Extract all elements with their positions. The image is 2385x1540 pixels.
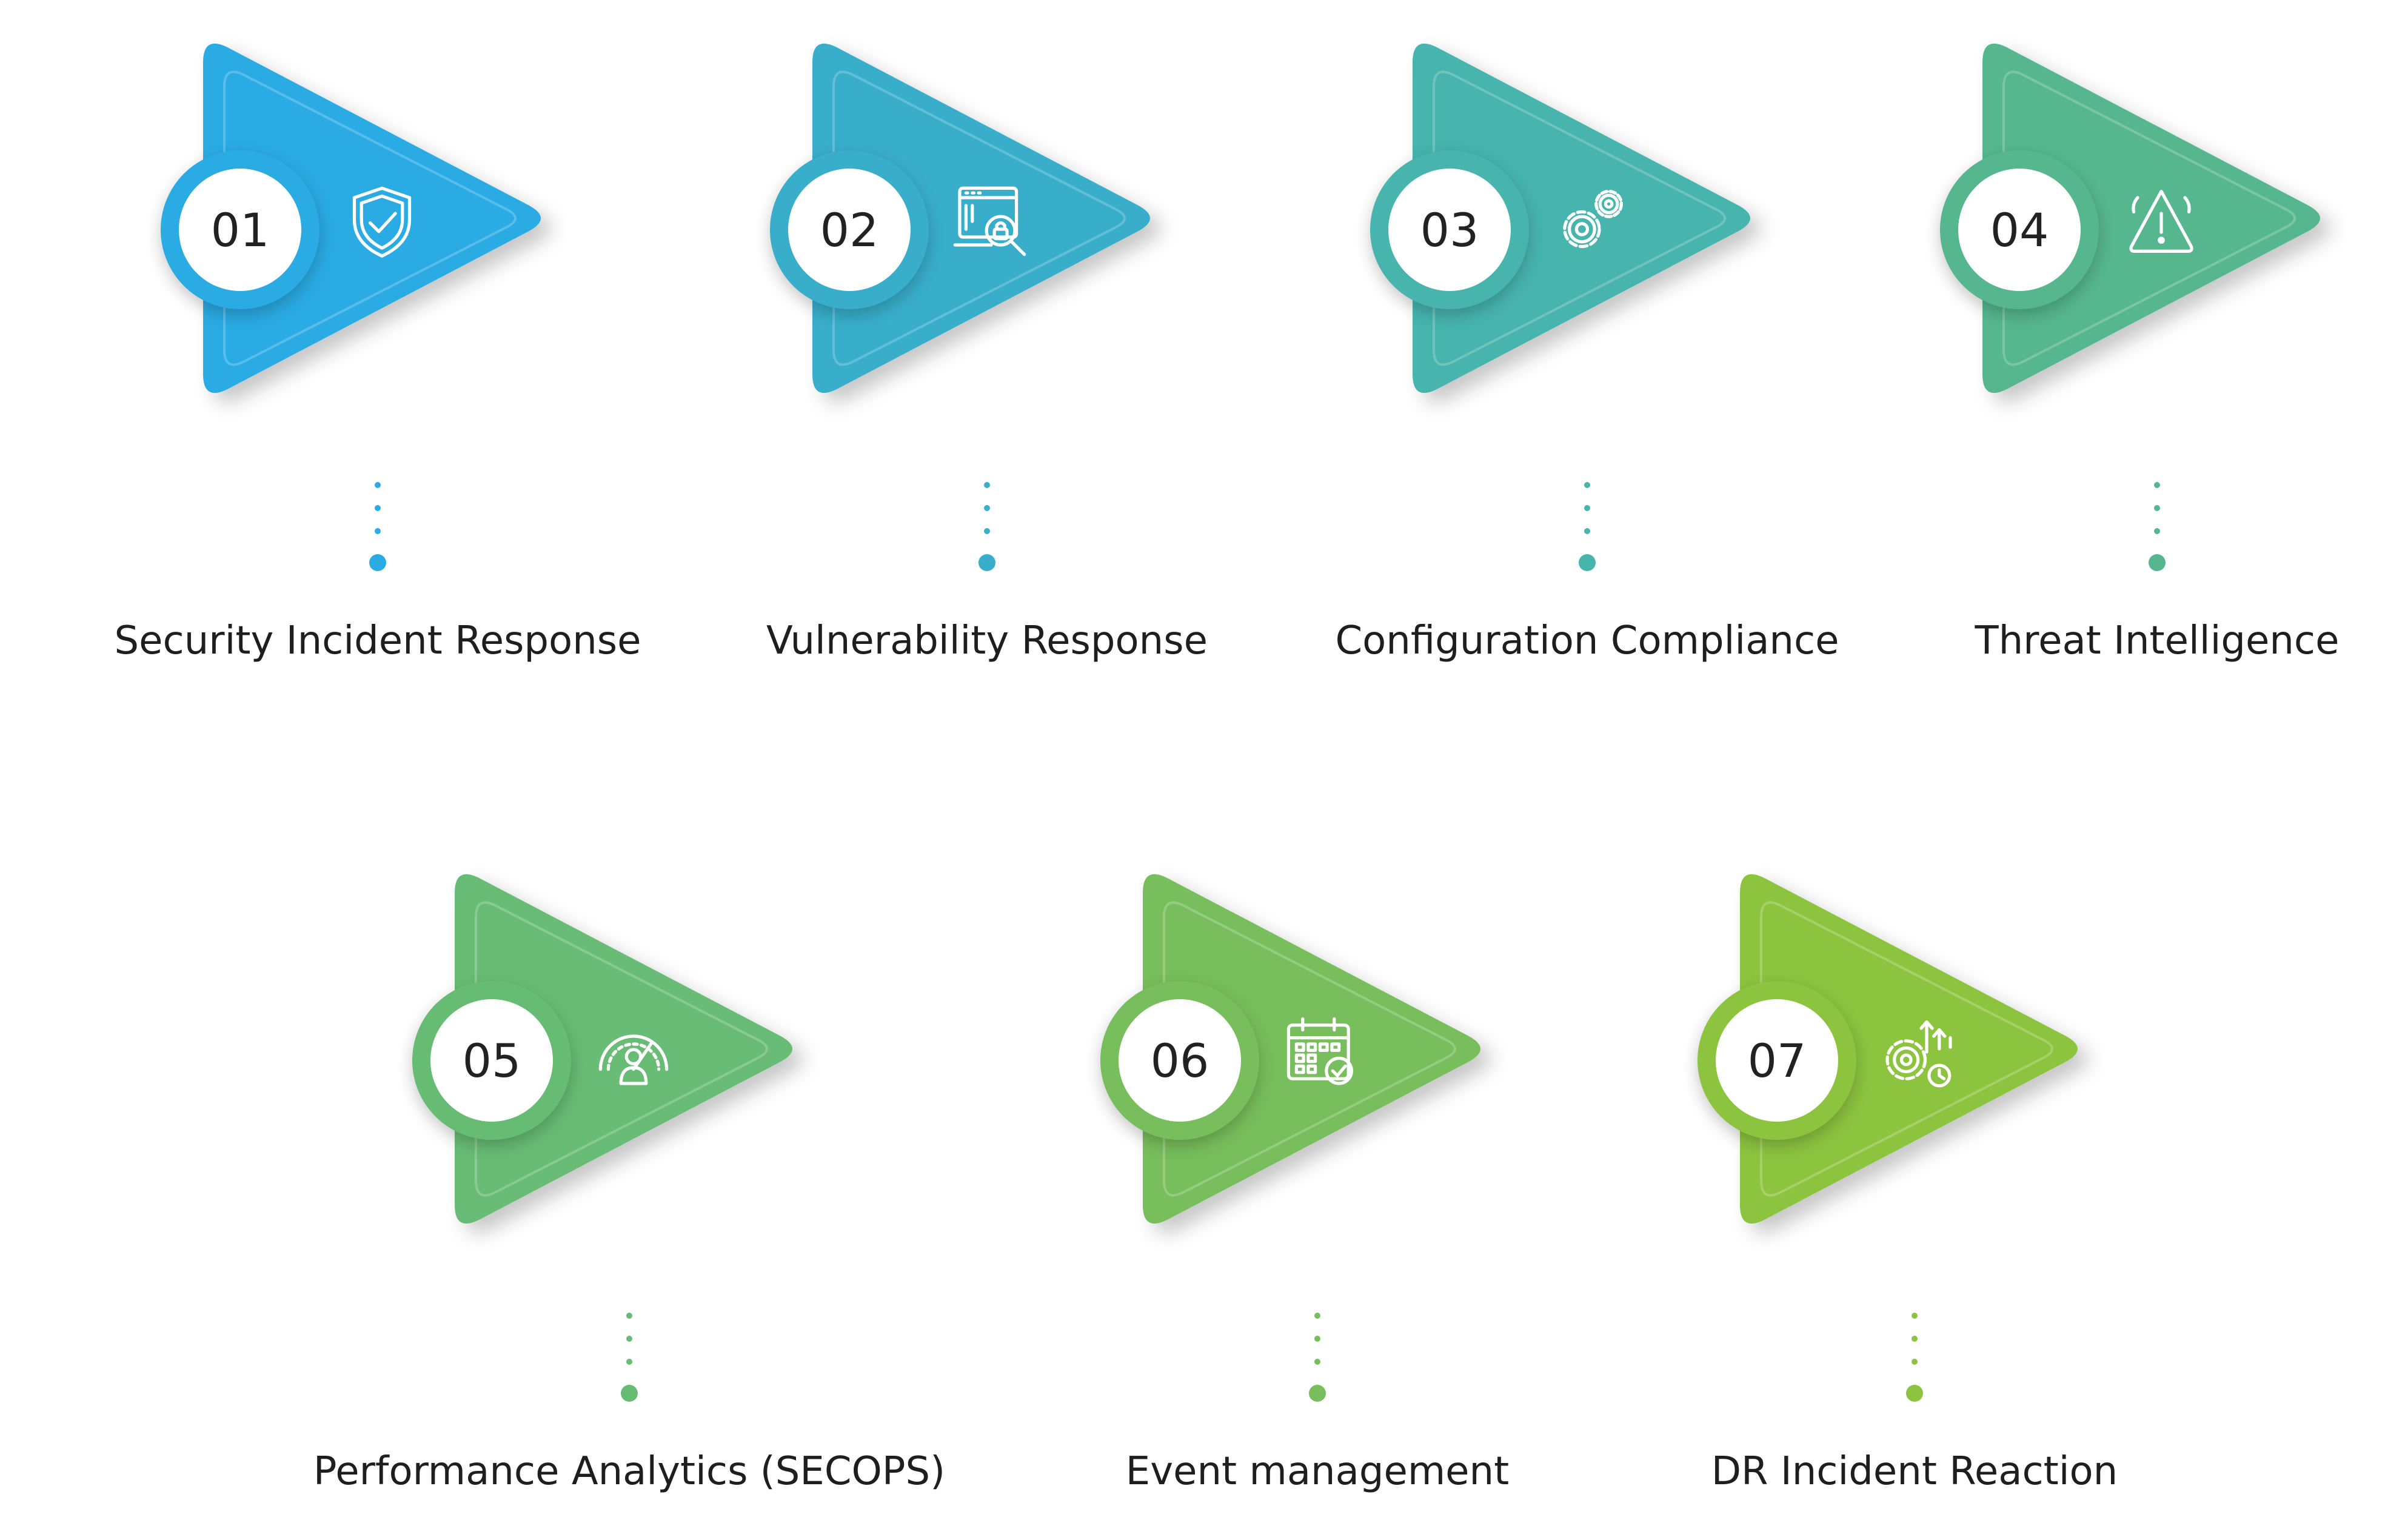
step-04-arrow-outer (1982, 43, 2320, 393)
calendar-check-icon (1282, 1013, 1361, 1091)
step-05-number: 05 (430, 999, 553, 1122)
step-04-arrow (1982, 43, 2320, 393)
step-01-label: Security Incident Response (114, 618, 641, 663)
step-03-arrow-outer (1413, 43, 1750, 393)
step-04-label: Threat Intelligence (1975, 618, 2340, 663)
step-07-arrow-inner-edge (1760, 901, 2053, 1197)
step-02-number: 02 (788, 169, 911, 291)
step-06-connector (1309, 1313, 1326, 1402)
step-07-badge: 07 (1698, 981, 1856, 1140)
step-05-arrow-inner-edge (475, 901, 768, 1197)
web-lock-search-icon (952, 182, 1031, 261)
speedometer-user-icon (594, 1013, 673, 1091)
step-02-badge: 02 (770, 150, 929, 309)
step-01-arrow-inner-edge (223, 70, 517, 366)
step-01-badge: 01 (161, 150, 319, 309)
step-02: 02 Vulnerability Response (766, 33, 1376, 700)
step-02-arrow-outer (812, 43, 1150, 393)
step-07-number: 07 (1716, 999, 1838, 1122)
step-02-connector (978, 482, 995, 571)
step-03-label: Configuration Compliance (1335, 618, 1839, 663)
step-03-arrow (1413, 43, 1750, 393)
step-05-label: Performance Analytics (SECOPS) (313, 1449, 946, 1494)
warning-triangle-icon (2122, 182, 2201, 261)
step-07-connector (1906, 1313, 1923, 1402)
step-01-connector (369, 482, 386, 571)
step-05-connector (621, 1313, 638, 1402)
shield-check-icon (343, 182, 421, 261)
step-03-number: 03 (1388, 169, 1511, 291)
step-01: 01 Security Incident Response (115, 33, 767, 700)
step-04-badge: 04 (1940, 150, 2099, 309)
step-01-number: 01 (179, 169, 301, 291)
step-01-arrow (203, 43, 541, 393)
gears-icon (1552, 182, 1631, 261)
step-05: 05 Performance Analytics (SECOPS) (313, 864, 1019, 1531)
step-03: 03 Configuration Compliance (1335, 33, 1976, 700)
step-03-connector (1579, 482, 1596, 571)
step-06-number: 06 (1119, 999, 1241, 1122)
step-07-label: DR Incident Reaction (1711, 1449, 2118, 1494)
step-06-arrow-inner-edge (1163, 901, 1456, 1197)
step-02-label: Vulnerability Response (766, 618, 1208, 663)
step-02-arrow-inner-edge (832, 70, 1126, 366)
step-03-badge: 03 (1370, 150, 1529, 309)
step-05-arrow-outer (455, 874, 792, 1224)
step-07: 07 DR Incident Reaction (1698, 864, 2304, 1531)
step-06-label: Event management (1125, 1449, 1510, 1494)
step-04-arrow-inner-edge (2002, 70, 2296, 366)
step-06-badge: 06 (1100, 981, 1259, 1140)
step-04-number: 04 (1958, 169, 2081, 291)
step-01-arrow-outer (203, 43, 541, 393)
gear-target-arrows-icon (1879, 1013, 1958, 1091)
step-06: 06 Event management (1100, 864, 1707, 1531)
step-04: 04 Threat Intelligence (1940, 33, 2385, 700)
step-05-arrow (455, 874, 792, 1224)
step-03-arrow-inner-edge (1433, 70, 1726, 366)
step-04-connector (2149, 482, 2166, 571)
step-05-badge: 05 (412, 981, 571, 1140)
step-02-arrow (812, 43, 1150, 393)
